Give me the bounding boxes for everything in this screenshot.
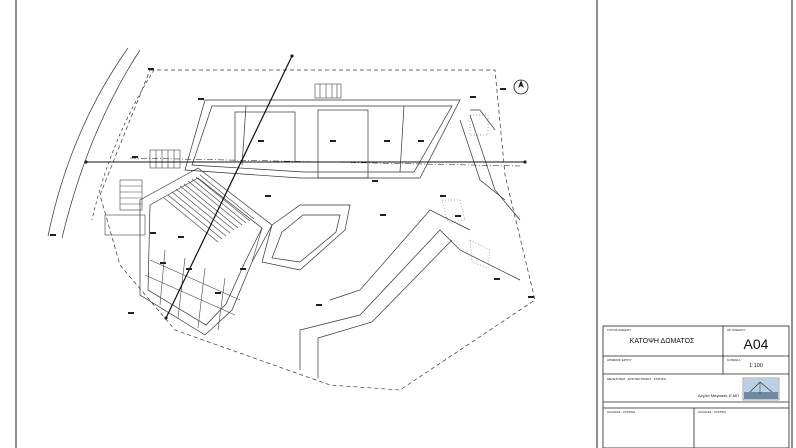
sheet-number: A04 [744,336,769,352]
sheet-border [15,0,793,448]
annotation-marks [50,54,534,320]
roof-plan-drawing [47,47,536,391]
project-label: ΑΡΙΘΜΟΣ ΕΡΓΟΥ [607,358,632,362]
revisions-label: ΑΛΛΑΓΕΣ - ΣΤΑΤΙΚΑ : [607,410,637,414]
author-name: Δεγλιά Μαγιακιά, Ε.ΜΠ [698,393,739,398]
project-thumbnail [744,379,778,399]
drawing-title: ΚΑΤΟΨΗ ΔΩΜΑΤΟΣ [630,338,695,345]
revisions-label-2: ΑΛΛΑΓΕΣ - ΣΤΑΤΙΚΑ : [698,410,728,414]
scale-value: 1:100 [749,363,763,369]
drawing-title-label: ΤΙΤΛΟΣ ΣΧΕΔΙΟΥ [607,328,631,332]
section-lines [86,55,525,319]
scale-label: ΚΛΙΜΑΚΑ [727,358,740,362]
north-arrow-icon [513,79,529,95]
sheet-number-label: ΑΡ. ΣΧΕΔΙΟΥ [727,328,745,332]
team-label: ΜΕΛΕΤΗΤΕΣ : ΑΡΧΙΤΕΚΤΟΝΙΚΑ - ΣΤΑΤΙΚΑ : [607,377,667,381]
